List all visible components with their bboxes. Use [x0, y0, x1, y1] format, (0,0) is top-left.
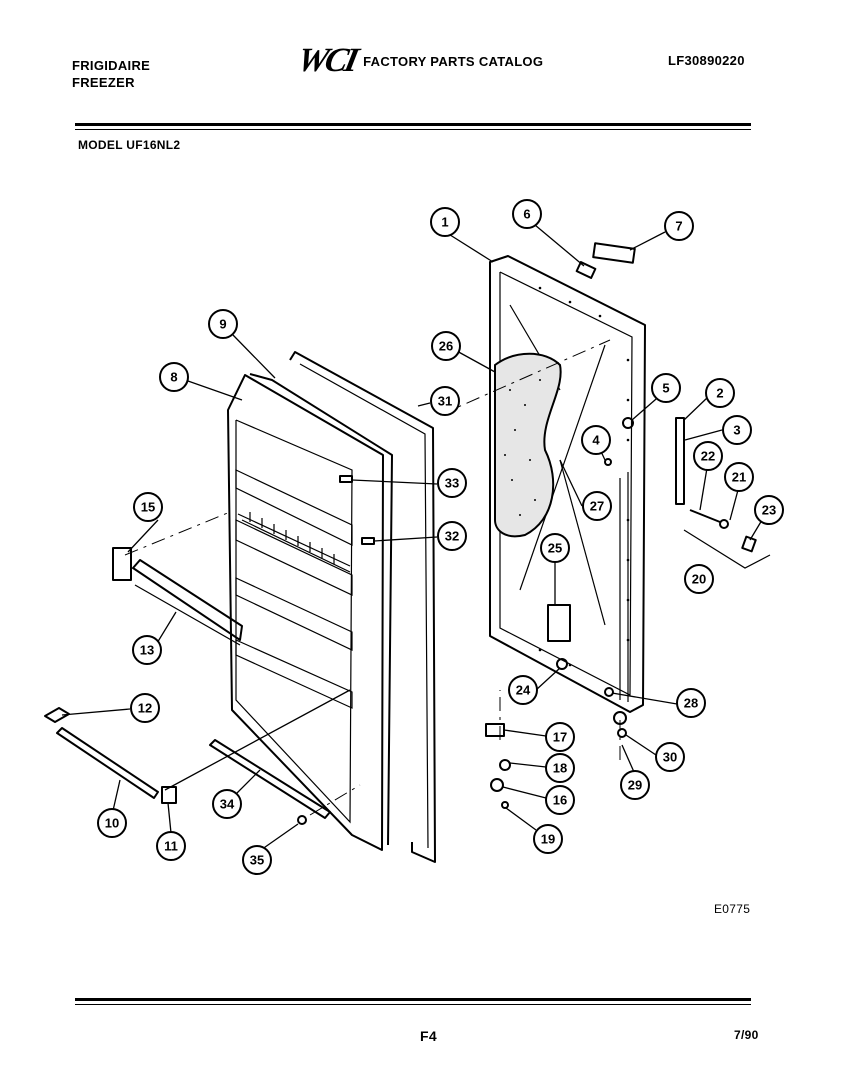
svg-text:10: 10	[105, 816, 119, 831]
callout-8: 8	[159, 362, 189, 392]
callout-29: 29	[620, 770, 650, 800]
catalog-heading: WCI FACTORY PARTS CATALOG	[294, 42, 544, 79]
callout-20: 20	[684, 564, 714, 594]
svg-text:23: 23	[762, 503, 776, 518]
svg-text:12: 12	[138, 701, 152, 716]
svg-text:32: 32	[445, 529, 459, 544]
svg-text:5: 5	[662, 381, 669, 396]
revision-date: 7/90	[734, 1028, 759, 1042]
callout-7: 7	[664, 211, 694, 241]
svg-text:29: 29	[628, 778, 642, 793]
wire-shelf	[237, 512, 351, 573]
svg-text:35: 35	[250, 853, 264, 868]
svg-text:1: 1	[441, 215, 448, 230]
door-insulation	[494, 352, 562, 538]
callout-25: 25	[540, 533, 570, 563]
svg-text:22: 22	[701, 449, 715, 464]
callout-2: 2	[705, 378, 735, 408]
svg-text:26: 26	[439, 339, 453, 354]
callout-26: 26	[431, 331, 461, 361]
brand-name: FRIGIDAIRE	[72, 58, 151, 73]
svg-text:27: 27	[590, 499, 604, 514]
svg-text:13: 13	[140, 643, 154, 658]
callout-11: 11	[156, 831, 186, 861]
svg-text:34: 34	[220, 797, 235, 812]
callout-9: 9	[208, 309, 238, 339]
product-type: FREEZER	[72, 75, 135, 90]
breaker-strip	[289, 351, 436, 863]
svg-text:19: 19	[541, 832, 555, 847]
svg-text:33: 33	[445, 476, 459, 491]
callout-21: 21	[724, 462, 754, 492]
header-rule	[75, 123, 751, 126]
callout-34: 34	[212, 789, 242, 819]
svg-text:7: 7	[675, 219, 682, 234]
callout-13: 13	[132, 635, 162, 665]
callout-18: 18	[545, 753, 575, 783]
svg-text:21: 21	[732, 470, 746, 485]
callout-30: 30	[655, 742, 685, 772]
svg-text:3: 3	[733, 423, 740, 438]
svg-text:24: 24	[516, 683, 531, 698]
assembly-center-lines	[124, 339, 621, 816]
svg-text:15: 15	[141, 500, 155, 515]
callout-4: 4	[581, 425, 611, 455]
callout-15: 15	[133, 492, 163, 522]
svg-text:4: 4	[592, 433, 600, 448]
svg-text:25: 25	[548, 541, 562, 556]
callout-33: 33	[437, 468, 467, 498]
callout-31: 31	[430, 386, 460, 416]
callout-32: 32	[437, 521, 467, 551]
callout-5: 5	[651, 373, 681, 403]
document-number: LF30890220	[668, 53, 745, 68]
callout-35: 35	[242, 845, 272, 875]
svg-text:17: 17	[553, 730, 567, 745]
catalog-title: FACTORY PARTS CATALOG	[363, 53, 544, 69]
svg-text:2: 2	[716, 386, 723, 401]
cabinet-outer-panel	[489, 255, 646, 713]
svg-text:16: 16	[553, 793, 567, 808]
svg-text:9: 9	[219, 317, 226, 332]
callout-6: 6	[512, 199, 542, 229]
door-liner	[227, 373, 393, 851]
callout-10: 10	[97, 808, 127, 838]
door-handle	[675, 417, 771, 569]
svg-text:8: 8	[170, 370, 177, 385]
callout-22: 22	[693, 441, 723, 471]
callout-1: 1	[430, 207, 460, 237]
svg-text:6: 6	[523, 207, 530, 222]
callout-28: 28	[676, 688, 706, 718]
page-id: F4	[420, 1028, 437, 1044]
header-rule-thin	[75, 129, 751, 130]
svg-text:18: 18	[553, 761, 567, 776]
callout-23: 23	[754, 495, 784, 525]
callout-16: 16	[545, 785, 575, 815]
callout-19: 19	[533, 824, 563, 854]
door-gasket	[249, 373, 393, 846]
footer-rule	[75, 998, 751, 1001]
svg-text:30: 30	[663, 750, 677, 765]
callout-17: 17	[545, 722, 575, 752]
svg-text:20: 20	[692, 572, 706, 587]
figure-code: E0775	[714, 902, 751, 916]
footer-rule-thin	[75, 1004, 751, 1005]
svg-text:11: 11	[164, 839, 178, 854]
brand-block: FRIGIDAIRE FREEZER	[72, 57, 150, 91]
callout-27: 27	[582, 491, 612, 521]
insulation-speckle	[504, 379, 541, 516]
callout-24: 24	[508, 675, 538, 705]
svg-text:31: 31	[438, 394, 452, 409]
model-label: MODEL UF16NL2	[78, 138, 181, 152]
svg-text:28: 28	[684, 696, 698, 711]
door-shelf-bars	[56, 559, 331, 819]
callout-3: 3	[722, 415, 752, 445]
callout-12: 12	[130, 693, 160, 723]
